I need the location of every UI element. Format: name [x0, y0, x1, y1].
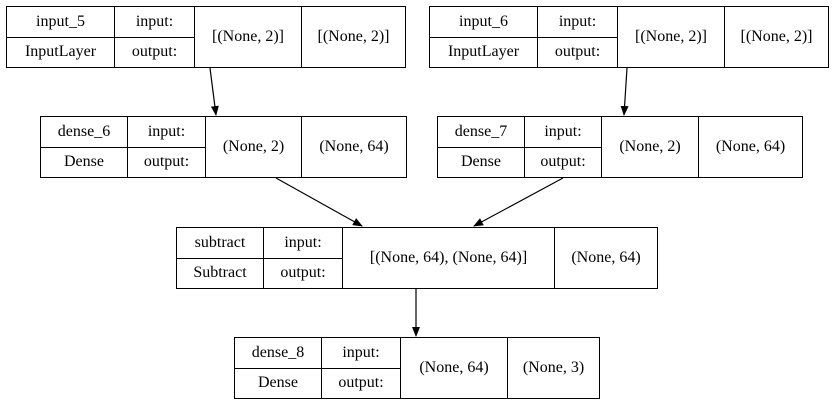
input-shape: [(None, 2)]: [195, 7, 302, 67]
output-label: output:: [554, 43, 601, 61]
node-class: Dense: [64, 153, 104, 171]
node-dense_6: dense_6 Dense input: output: (None, 2) (…: [40, 116, 407, 178]
output-shape: (None, 64): [571, 249, 641, 266]
node-class: Subtract: [193, 264, 247, 282]
node-name: dense_7: [438, 117, 524, 148]
edge-input_5-dense_6: [209, 67, 219, 116]
edge-dense_7-subtract: [473, 177, 564, 227]
output-label: output:: [131, 43, 178, 61]
input-shape: [(None, 64), (None, 64)]: [343, 228, 555, 288]
output-label: output:: [280, 264, 326, 282]
input-label: input:: [115, 7, 194, 38]
node-subtract: subtract Subtract input: output: [(None,…: [176, 227, 658, 289]
output-shape: [(None, 2)]: [740, 28, 813, 45]
input-shape: [(None, 2)]: [618, 7, 725, 67]
input-label: input:: [538, 7, 617, 38]
input-label: input:: [128, 117, 205, 148]
node-dense_8: dense_8 Dense input: output: (None, 64) …: [234, 337, 600, 399]
output-label: output:: [143, 153, 190, 171]
output-label: output:: [540, 153, 586, 171]
input-label: input:: [525, 117, 601, 148]
input-shape: (None, 2): [206, 117, 302, 177]
output-shape: (None, 3): [522, 359, 585, 376]
node-name: input_6: [430, 7, 537, 38]
output-shape: (None, 64): [319, 138, 389, 155]
output-shape: [(None, 2)]: [317, 28, 390, 45]
node-input_6: input_6 InputLayer input: output: [(None…: [429, 6, 829, 68]
output-shape: (None, 64): [715, 138, 786, 155]
input-label: input:: [322, 338, 400, 369]
edge-dense_6-subtract: [275, 177, 363, 227]
edge-input_6-dense_7: [620, 67, 629, 116]
node-name: dense_6: [41, 117, 127, 148]
node-class: Dense: [461, 153, 501, 171]
node-input_5: input_5 InputLayer input: output: [(None…: [6, 6, 406, 68]
input-shape: (None, 2): [602, 117, 699, 177]
node-class: InputLayer: [24, 43, 97, 61]
node-class: Dense: [258, 374, 298, 392]
node-class: InputLayer: [447, 43, 520, 61]
node-dense_7: dense_7 Dense input: output: (None, 2) (…: [437, 116, 803, 178]
input-shape: (None, 64): [401, 338, 508, 398]
node-name: subtract: [177, 228, 263, 259]
node-name: input_5: [7, 7, 114, 38]
output-label: output:: [338, 374, 384, 392]
input-label: input:: [264, 228, 342, 259]
node-name: dense_8: [235, 338, 321, 369]
